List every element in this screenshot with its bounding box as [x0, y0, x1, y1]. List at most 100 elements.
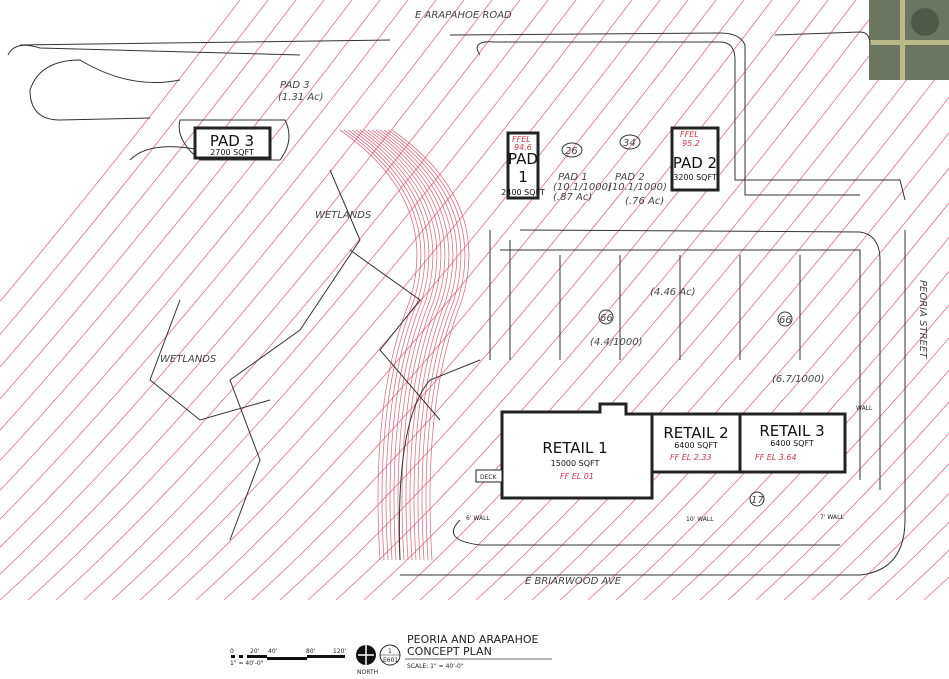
label: 26	[565, 146, 578, 157]
contour-line	[195, 0, 717, 601]
contour-line	[811, 463, 949, 601]
road-label-peoria: PEORIA STREET	[917, 280, 928, 359]
label: 1	[388, 648, 392, 655]
label: 1" = 40'-0"	[230, 660, 264, 667]
contour-line	[671, 304, 949, 601]
contour-line	[355, 129, 434, 561]
contour-line	[379, 129, 458, 561]
retail-1-label: RETAIL 1	[542, 439, 607, 457]
deck: DECK	[475, 469, 503, 483]
contour-line	[699, 337, 949, 601]
label: 66	[779, 315, 792, 326]
site-boundaries	[7, 31, 906, 576]
pad-2-label: PAD 2	[673, 154, 717, 172]
pad-1-sqft: 2400 SQFT	[501, 188, 545, 197]
contour-line	[559, 167, 949, 601]
contour-line	[839, 492, 949, 601]
retail-3-sqft: 6400 SQFT	[770, 439, 814, 448]
retail-3-label: RETAIL 3	[759, 422, 824, 440]
road-label-briarwood: E BRIARWOOD AVE	[525, 576, 622, 587]
building-retail-1: RETAIL 1 15000 SQFT FF EL 01	[500, 402, 654, 500]
deck-label: DECK	[480, 474, 498, 481]
lot-note-pad3-area: (1.31 Ac)	[278, 92, 324, 103]
contour-line	[351, 129, 430, 561]
building-pad-2: FFEL 95.2 PAD 2 3200 SQFT	[670, 126, 720, 192]
pad-3-sqft: 2700 SQFT	[210, 148, 254, 157]
contour-line	[335, 0, 857, 601]
building-pad-3: PAD 3 2700 SQFT	[178, 119, 290, 161]
building-pad-1: FFEL 94.6 PAD 1 2400 SQFT	[501, 131, 545, 200]
contour-line	[0, 0, 353, 431]
contour-line	[0, 0, 381, 462]
contour-line	[375, 129, 454, 561]
retail-2-sqft: 6400 SQFT	[674, 441, 718, 450]
contour-line	[475, 60, 949, 601]
wall-label-east-side: WALL	[856, 405, 873, 412]
contour-line	[0, 0, 297, 368]
building-retail-2: RETAIL 2 6400 SQFT FF EL 2.33	[650, 412, 742, 474]
contour-line	[503, 96, 949, 601]
contour-line	[363, 129, 442, 561]
building-retail-3: RETAIL 3 6400 SQFT FF EL 3.64	[738, 412, 847, 474]
pad-2-ffel: FFEL	[680, 130, 699, 139]
wall-label-west: 6' WALL	[466, 515, 490, 522]
lot-note-pad2-area: (.76 Ac)	[625, 196, 664, 207]
road-label-arapahoe: E ARAPAHOE ROAD	[415, 10, 512, 21]
wetlands-label: WETLANDS	[160, 354, 217, 365]
pad-3-label: PAD 3	[210, 132, 254, 150]
contour-line	[531, 132, 949, 601]
plan-scale: SCALE: 1" = 40'-0"	[407, 663, 464, 670]
label: 40'	[268, 648, 278, 655]
contour-line	[755, 401, 949, 601]
contour-line	[279, 0, 801, 601]
contour-line	[419, 0, 941, 601]
pad-2-ffel-value: 95.2	[682, 139, 700, 148]
lot-note-pad1-ratio: (10.1/1000)	[553, 182, 612, 193]
retail-1-sqft: 15000 SQFT	[551, 459, 600, 468]
contour-line	[363, 0, 885, 601]
contour-line	[0, 0, 241, 303]
contour-line	[55, 0, 577, 601]
parking-count-17: 17	[749, 491, 765, 507]
lot-note-retail-ratio-west: (4.4/1000)	[590, 337, 643, 348]
lot-note-pad1: PAD 1	[558, 172, 588, 183]
pad-1-label: PAD	[508, 150, 538, 168]
label: 0	[230, 648, 234, 655]
lot-note-retail-area: (4.46 Ac)	[650, 287, 696, 298]
label: 80'	[306, 648, 316, 655]
contour-line	[139, 0, 661, 601]
contour-line	[0, 0, 493, 575]
contour-line	[391, 129, 470, 561]
lot-note-pad2-ratio: (10.1/1000)	[608, 182, 667, 193]
label: E601	[383, 657, 398, 664]
contour-line	[783, 432, 949, 601]
wetlands-label: WETLANDS	[315, 210, 372, 221]
contour-line	[371, 129, 450, 561]
contour-line	[167, 0, 689, 601]
retail-1-ffel: FF EL 01	[560, 472, 594, 481]
aerial-thumbnail	[869, 0, 949, 80]
contour-line	[367, 129, 446, 561]
contour-line	[0, 0, 465, 548]
plan-title: PEORIA AND ARAPAHOE	[407, 633, 539, 646]
contour-line	[83, 0, 605, 601]
label: 66	[600, 313, 613, 324]
label: 20'	[250, 648, 260, 655]
retail-2-label: RETAIL 2	[663, 424, 728, 442]
contour-line	[307, 0, 829, 601]
contour-line	[0, 0, 409, 491]
parking-count-66: 66	[598, 309, 614, 325]
pad-1-number: 1	[518, 168, 528, 186]
label: 120'	[333, 648, 346, 655]
contour-line	[387, 129, 466, 561]
label: 34	[623, 138, 636, 149]
retail-3-ffel: FF EL 3.64	[755, 453, 797, 462]
parking-count-26: 26	[561, 142, 583, 158]
contour-line	[223, 0, 745, 601]
lot-note-pad1-area: (.87 Ac)	[553, 192, 592, 203]
north-arrow: NORTH	[356, 645, 378, 676]
wall-label-south: 10' WALL	[686, 516, 714, 523]
pad-2-sqft: 3200 SQFT	[673, 173, 717, 182]
contour-line	[0, 0, 325, 400]
